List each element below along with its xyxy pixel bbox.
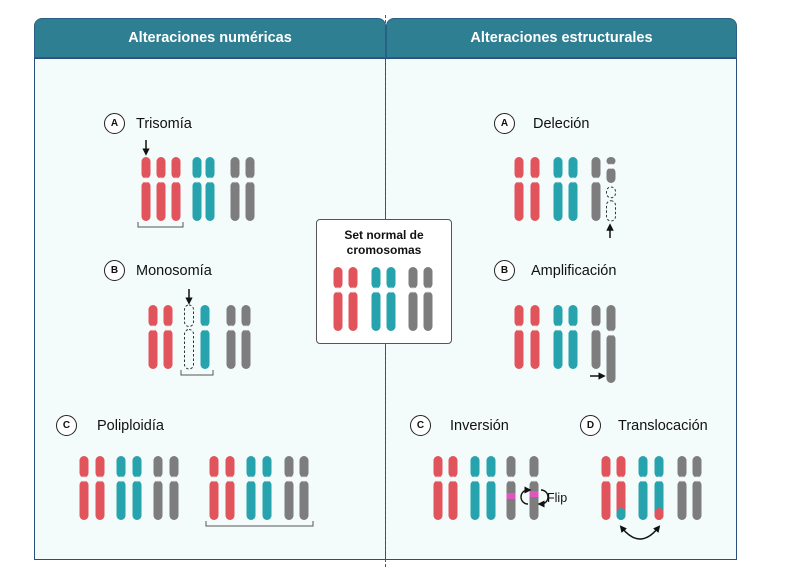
inversion-letter-badge: C bbox=[410, 415, 431, 436]
translocation-letter-badge: D bbox=[580, 415, 601, 436]
amplification-letter-badge: B bbox=[494, 260, 515, 281]
monosomy-label: Monosomía bbox=[136, 263, 212, 279]
inversion-label: Inversión bbox=[450, 418, 509, 434]
left-header: Alteraciones numéricas bbox=[34, 18, 386, 58]
polyploidy-label: Poliploidía bbox=[97, 418, 164, 434]
normal-set-title: Set normal de cromosomas bbox=[344, 228, 424, 257]
right-header: Alteraciones estructurales bbox=[386, 18, 737, 58]
flip-label: Flip bbox=[547, 491, 568, 505]
trisomy-letter-badge: A bbox=[104, 113, 125, 134]
deletion-letter-badge: A bbox=[494, 113, 515, 134]
monosomy-letter-badge: B bbox=[104, 260, 125, 281]
amplification-label: Amplificación bbox=[531, 263, 617, 279]
deletion-label: Deleción bbox=[533, 116, 590, 132]
polyploidy-letter-badge: C bbox=[56, 415, 77, 436]
translocation-label: Translocación bbox=[618, 418, 708, 434]
trisomy-label: Trisomía bbox=[136, 116, 192, 132]
